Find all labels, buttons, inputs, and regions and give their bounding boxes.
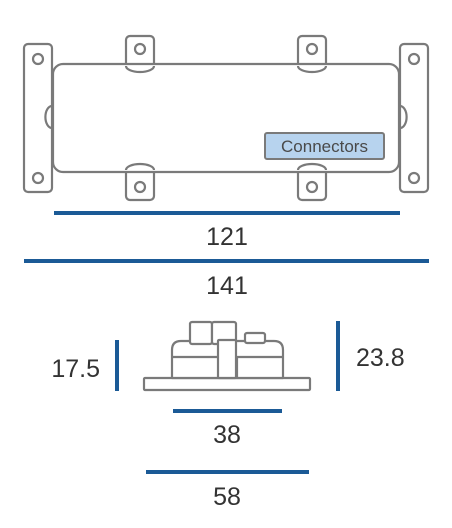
left-connector-block	[188, 320, 214, 346]
right-mounting-tab	[398, 42, 430, 194]
left-tab-top-hole	[31, 52, 45, 66]
top-right-ear	[296, 34, 328, 70]
right-connector-block	[243, 331, 267, 345]
bottom-left-ear	[124, 166, 156, 202]
overall-height-value: 23.8	[356, 344, 405, 372]
inner-length-value: 121	[206, 223, 248, 251]
connectors-label: Connectors	[264, 132, 385, 160]
left-tab-bottom-hole	[31, 171, 45, 185]
connectors-label-text: Connectors	[281, 137, 368, 156]
side-view	[142, 320, 312, 392]
bottom-right-ear	[296, 166, 328, 202]
overall-length-value: 141	[206, 272, 248, 300]
overall-width-value: 58	[213, 483, 241, 511]
top-view	[22, 34, 430, 202]
body-height-value: 17.5	[51, 355, 100, 383]
right-tab-bottom-hole	[407, 171, 421, 185]
top-left-ear	[124, 34, 156, 70]
center-post	[216, 338, 238, 380]
right-tab-top-hole	[407, 52, 421, 66]
left-mounting-tab	[22, 42, 54, 194]
base-flange	[142, 376, 312, 392]
body-width-value: 38	[213, 421, 241, 449]
